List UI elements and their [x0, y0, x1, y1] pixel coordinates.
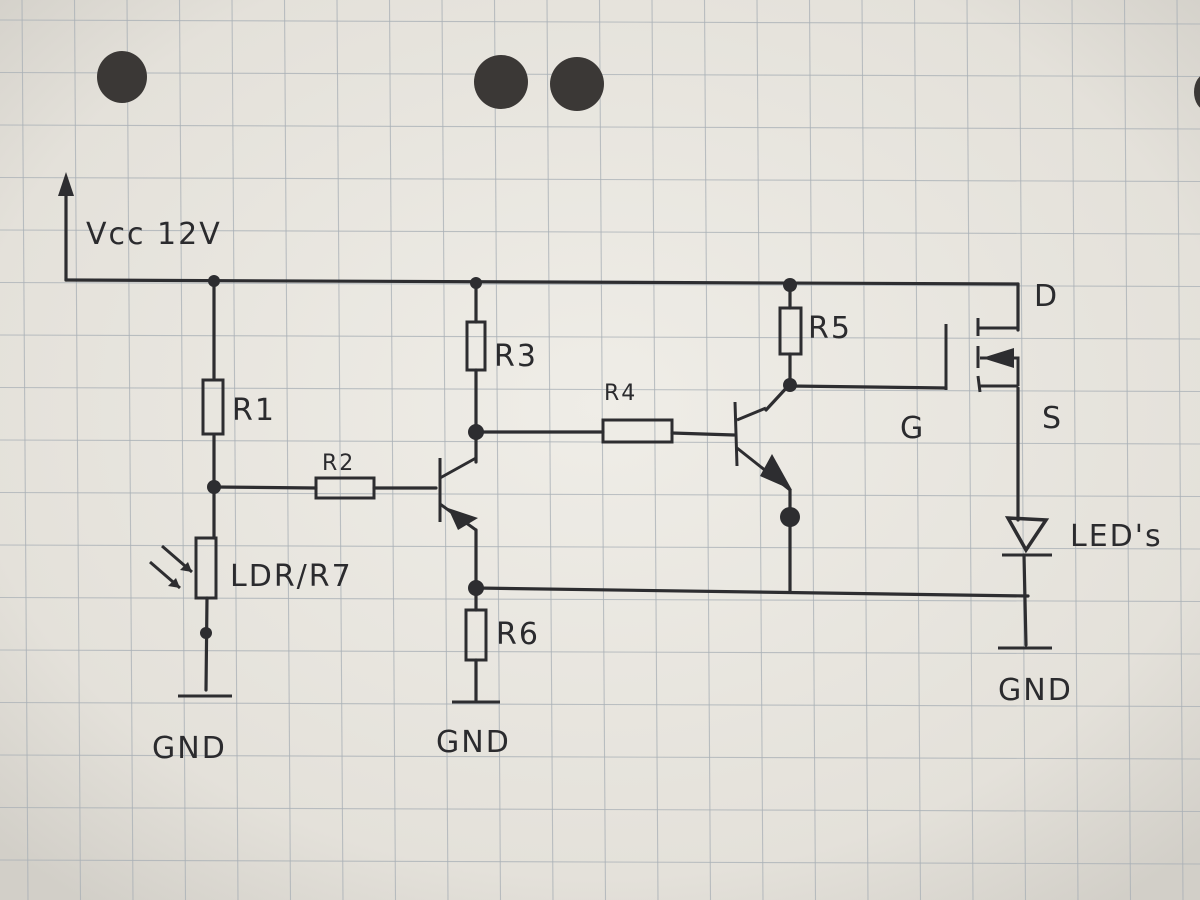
grid-line-vertical [703, 0, 712, 900]
ground-label-right: GND [998, 673, 1073, 708]
grid-line-vertical [913, 0, 922, 900]
led-label: LED's [1070, 519, 1163, 554]
punch-hole-edge [1194, 76, 1200, 108]
ldr-component [149, 536, 218, 600]
resistor-icon [778, 306, 803, 356]
grid-line-horizontal [0, 806, 1200, 813]
grid-line-vertical [21, 0, 29, 900]
junction-dot [468, 424, 484, 440]
grid-line-horizontal [0, 754, 1200, 760]
grid-line-vertical [966, 0, 974, 900]
grid-line-horizontal [0, 701, 1200, 708]
punch-holes [97, 51, 1200, 111]
junction-dot [208, 275, 220, 287]
grid-line-vertical [441, 0, 449, 900]
punch-hole [97, 51, 147, 103]
npn-transistor-q2 [733, 401, 792, 492]
label-r3: R3 [494, 339, 538, 374]
supply-arrow-icon [58, 172, 74, 196]
junction-dot [780, 507, 800, 527]
grid-line-horizontal [0, 491, 1200, 498]
grid-line-vertical [1176, 0, 1184, 900]
led-icon [1004, 516, 1050, 554]
junction-dot [207, 480, 221, 494]
label-ldr: LDR/R7 [230, 559, 353, 594]
resistor-icon [201, 378, 225, 436]
grid-line-vertical [808, 0, 817, 900]
junction-dot [200, 627, 212, 639]
resistor-icon [465, 320, 487, 372]
grid-line-horizontal [0, 281, 1200, 288]
supply-label: Vcc 12V [86, 217, 222, 252]
grid-line-vertical [756, 0, 764, 900]
label-r1: R1 [232, 393, 276, 428]
grid-line-vertical [651, 0, 659, 900]
mosfet-component [944, 318, 1020, 393]
resistor-icon [601, 418, 674, 444]
junction-dot [468, 580, 484, 596]
grid-line-vertical [1071, 0, 1079, 900]
resistor-r4 [601, 418, 674, 444]
grid-line-vertical [598, 0, 607, 900]
grid-line-horizontal [0, 859, 1200, 865]
grid-line-horizontal [0, 229, 1200, 235]
npn-transistor-q1 [438, 456, 478, 532]
resistor-r2 [314, 476, 376, 500]
grid-line-vertical [493, 0, 502, 900]
grid-line-vertical [283, 0, 292, 900]
mosfet-source-label: S [1042, 401, 1063, 436]
grid-line-vertical [178, 0, 187, 900]
grid-line-horizontal [0, 386, 1200, 393]
ground-label-left: GND [152, 731, 227, 766]
grid-line-vertical [73, 0, 82, 900]
resistor-r5 [778, 306, 803, 356]
resistor-r1 [201, 378, 225, 436]
resistor-r3 [465, 320, 487, 372]
grid-line-horizontal [0, 124, 1200, 130]
ground-label-middle: GND [436, 725, 511, 760]
junction-dot [783, 378, 797, 392]
mosfet-gate-label: G [900, 411, 925, 446]
punch-hole [550, 57, 604, 111]
grid-line-vertical [231, 0, 239, 900]
junction-dots [200, 275, 800, 639]
label-r5: R5 [808, 311, 852, 346]
wires [64, 178, 1030, 702]
grid-line-horizontal [0, 544, 1200, 550]
grid-line-vertical [1123, 0, 1132, 900]
grid-line-horizontal [0, 19, 1200, 25]
resistor-icon [314, 476, 376, 500]
grid-line-horizontal [0, 439, 1200, 445]
led-component [1002, 516, 1052, 557]
grid-line-vertical [126, 0, 134, 900]
grid-line-horizontal [0, 334, 1200, 340]
npn-transistor-icon [733, 401, 739, 467]
label-r2: R2 [322, 451, 355, 476]
grid-line-vertical [388, 0, 397, 900]
punch-hole [474, 55, 528, 109]
junction-dot [470, 277, 482, 289]
grid-line-vertical [336, 0, 344, 900]
grid-line-horizontal [0, 176, 1200, 183]
ground-symbols [178, 646, 1052, 704]
grid-line-vertical [1018, 0, 1027, 900]
grid-line-vertical [861, 0, 869, 900]
grid-line-vertical [546, 0, 554, 900]
mosfet-drain-label: D [1034, 279, 1059, 314]
label-r4: R4 [604, 381, 637, 406]
ldr-icon [194, 536, 218, 600]
grid-line-horizontal [0, 649, 1200, 655]
resistor-icon [464, 608, 488, 662]
resistor-r6 [464, 608, 488, 662]
label-r6: R6 [496, 617, 540, 652]
junction-dot [783, 278, 797, 292]
